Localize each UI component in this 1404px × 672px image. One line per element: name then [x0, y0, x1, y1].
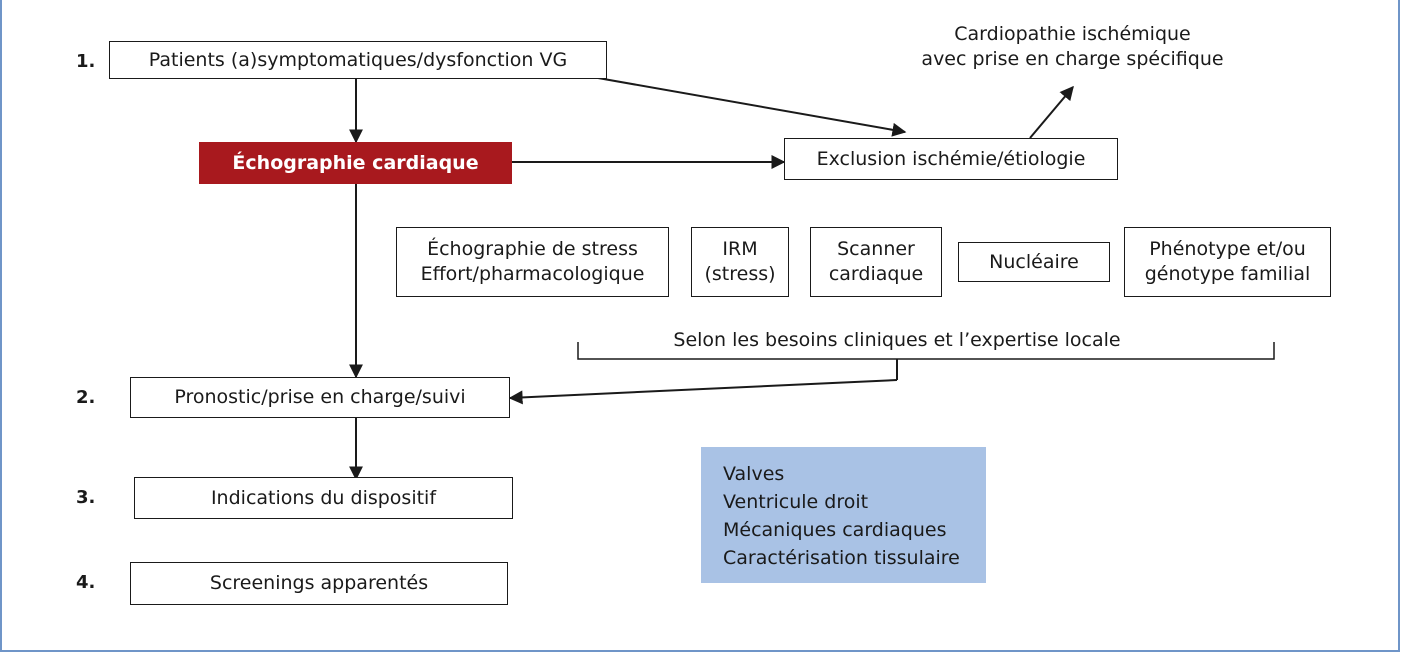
- step-number-4: 4.: [76, 572, 96, 593]
- exclusion-box: Exclusion ischémie/étiologie: [784, 138, 1118, 180]
- echo-parameter-item: Valves: [723, 463, 785, 485]
- arrow-bracket-to-prognosis: [508, 379, 898, 405]
- echo-parameters-panel: Valves Ventricule droit Mécaniques cardi…: [701, 447, 986, 583]
- indications-box: Indications du dispositif: [134, 477, 513, 519]
- modality-stress-echo-line-2: Effort/pharmacologique: [420, 263, 645, 285]
- ischemic-note-line-1: Cardiopathie ischémique: [954, 23, 1191, 45]
- echo-parameter-item: Mécaniques cardiaques: [723, 519, 947, 541]
- arrow-patients-to-exclusion: [597, 77, 907, 137]
- modality-nucleaire: Nucléaire: [958, 242, 1110, 282]
- modality-stress-echo-line-1: Échographie de stress: [427, 238, 638, 260]
- modality-scanner-line-2: cardiaque: [828, 263, 924, 285]
- ischemic-note-line-2: avec prise en charge spécifique: [921, 48, 1224, 70]
- modality-irm-line-1: IRM: [722, 238, 758, 260]
- echo-parameter-item: Ventricule droit: [723, 491, 869, 513]
- selection-note: Selon les besoins cliniques et l’experti…: [673, 329, 1121, 351]
- modality-phenotype-line-1: Phénotype et/ou: [1149, 238, 1306, 260]
- echo-label: Échographie cardiaque: [232, 151, 479, 174]
- prognosis-label: Pronostic/prise en charge/suivi: [174, 386, 466, 408]
- modality-phenotype: Phénotype et/ou génotype familial: [1124, 227, 1331, 297]
- patients-label: Patients (a)symptomatiques/dysfonction V…: [148, 48, 568, 71]
- echo-parameter-item: Caractérisation tissulaire: [723, 547, 960, 569]
- echo-box: Échographie cardiaque: [199, 142, 512, 184]
- screenings-label: Screenings apparentés: [209, 572, 429, 594]
- modality-stress-echo: Échographie de stress Effort/pharmacolog…: [396, 227, 669, 297]
- modality-irm: IRM (stress): [691, 227, 789, 297]
- exclusion-label: Exclusion ischémie/étiologie: [816, 147, 1086, 170]
- modality-irm-line-2: (stress): [704, 263, 776, 285]
- prognosis-box: Pronostic/prise en charge/suivi: [130, 377, 510, 418]
- step-number-3: 3.: [76, 487, 96, 508]
- modality-phenotype-line-2: génotype familial: [1144, 263, 1311, 285]
- modality-nucleaire-line-1: Nucléaire: [989, 250, 1079, 273]
- indications-label: Indications du dispositif: [210, 486, 437, 509]
- modality-scanner-line-1: Scanner: [837, 238, 915, 260]
- arrow-exclusion-to-ischemic: [1029, 85, 1074, 139]
- patients-box: Patients (a)symptomatiques/dysfonction V…: [109, 41, 607, 79]
- step-number-2: 2.: [76, 387, 96, 408]
- selection-bracket: [577, 342, 1275, 360]
- diagram-frame: [0, 0, 1400, 652]
- ischemic-note: Cardiopathie ischémique avec prise en ch…: [900, 22, 1245, 72]
- step-number-1: 1.: [76, 51, 96, 72]
- screenings-box: Screenings apparentés: [130, 562, 508, 605]
- modality-scanner: Scanner cardiaque: [810, 227, 942, 297]
